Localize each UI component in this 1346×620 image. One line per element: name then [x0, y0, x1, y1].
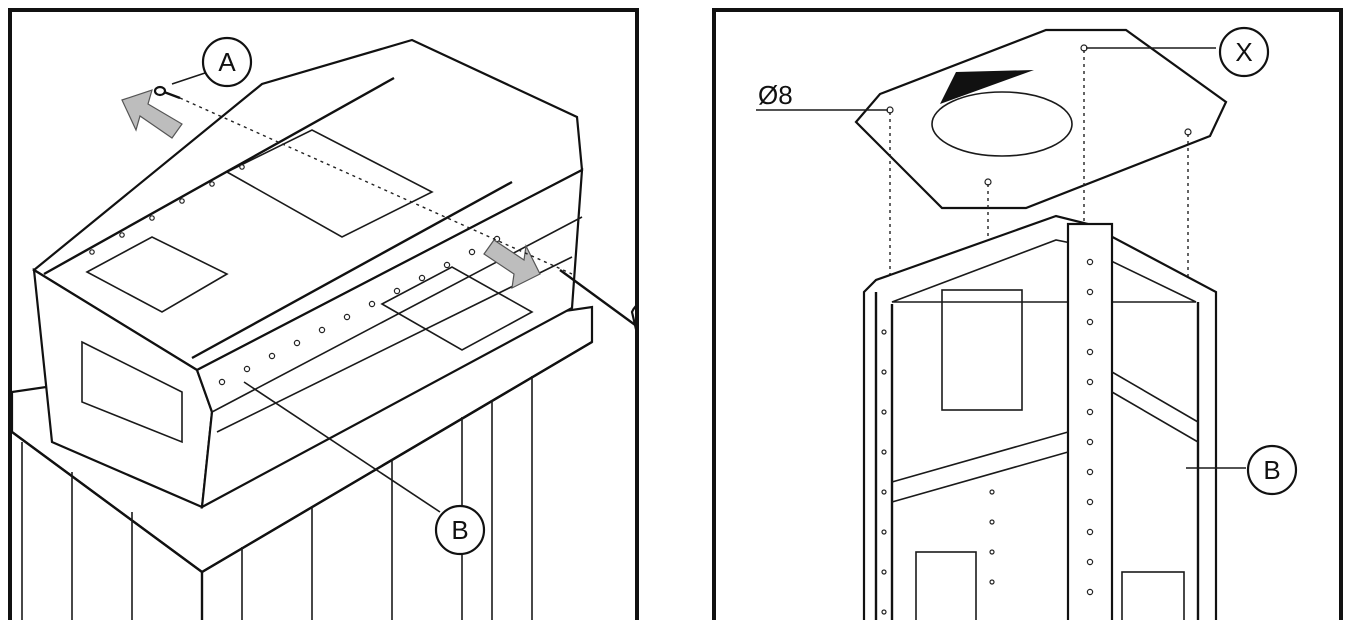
svg-text:B: B: [451, 515, 468, 545]
cabinet-frame-standing: [862, 214, 1218, 620]
svg-text:X: X: [1235, 37, 1252, 67]
callout-b-left: B: [434, 504, 486, 556]
leader-b-left: [243, 381, 441, 513]
right-assembly-illustration: Ø8 X B: [756, 26, 1298, 620]
hand-with-screwdriver: [559, 269, 635, 330]
direction-triangle-icon: [940, 70, 1034, 104]
right-assembly-panel: Ø8 X B: [712, 8, 1343, 620]
screw-a: [153, 85, 573, 275]
svg-text:A: A: [218, 47, 236, 77]
callout-a: A: [201, 36, 253, 88]
diameter-label: Ø8: [758, 80, 793, 110]
cabinet-frame: [32, 38, 584, 509]
rail-perforations: [89, 164, 501, 386]
leader-a: [171, 71, 209, 85]
left-assembly-illustration: A B: [12, 36, 635, 620]
arrow-right-icon: [483, 239, 541, 290]
callout-b-right: B: [1246, 444, 1298, 496]
callout-x: X: [1218, 26, 1270, 78]
direction-arrows: [121, 89, 541, 290]
arrow-left-icon: [121, 89, 183, 139]
top-plate: [854, 28, 1228, 210]
svg-text:B: B: [1263, 455, 1280, 485]
frame-perforations: [881, 258, 1094, 615]
left-assembly-panel: A B: [8, 8, 639, 620]
